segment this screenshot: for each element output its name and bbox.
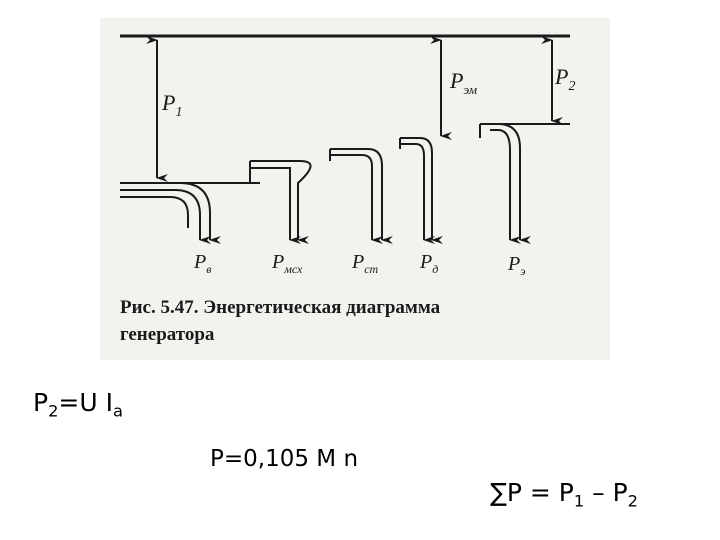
flow-stream-pst <box>329 148 393 244</box>
caption-line1: Рис. 5.47. Энергетическая диаграмма <box>120 297 441 318</box>
label-p1: P1 <box>161 90 182 120</box>
label-pe: Pэ <box>507 253 526 278</box>
scan-background <box>100 18 610 360</box>
flow-stream-pmsx <box>249 160 312 244</box>
formula-power-output: P2=U Ia <box>33 388 123 421</box>
label-pd: Pд <box>419 251 438 276</box>
formula-mechanical-power: P=0,105 M n <box>210 446 359 472</box>
flow-stream-pd <box>399 137 443 244</box>
energy-diagram-scan: P1 Pэм P2 Pв Pмсх Pст Pд Pэ Рис. 5.47. Э… <box>100 18 610 360</box>
label-p2: P2 <box>554 64 575 94</box>
flow-stream-pe <box>479 123 531 244</box>
label-pmsx: Pмсх <box>271 251 303 276</box>
caption-line2: генератора <box>120 324 215 345</box>
label-pv: Pв <box>193 251 211 276</box>
label-pem: Pэм <box>449 68 477 97</box>
label-pst: Pст <box>351 251 379 276</box>
formula-total-losses: ∑P = P1 – P2 <box>490 478 639 511</box>
